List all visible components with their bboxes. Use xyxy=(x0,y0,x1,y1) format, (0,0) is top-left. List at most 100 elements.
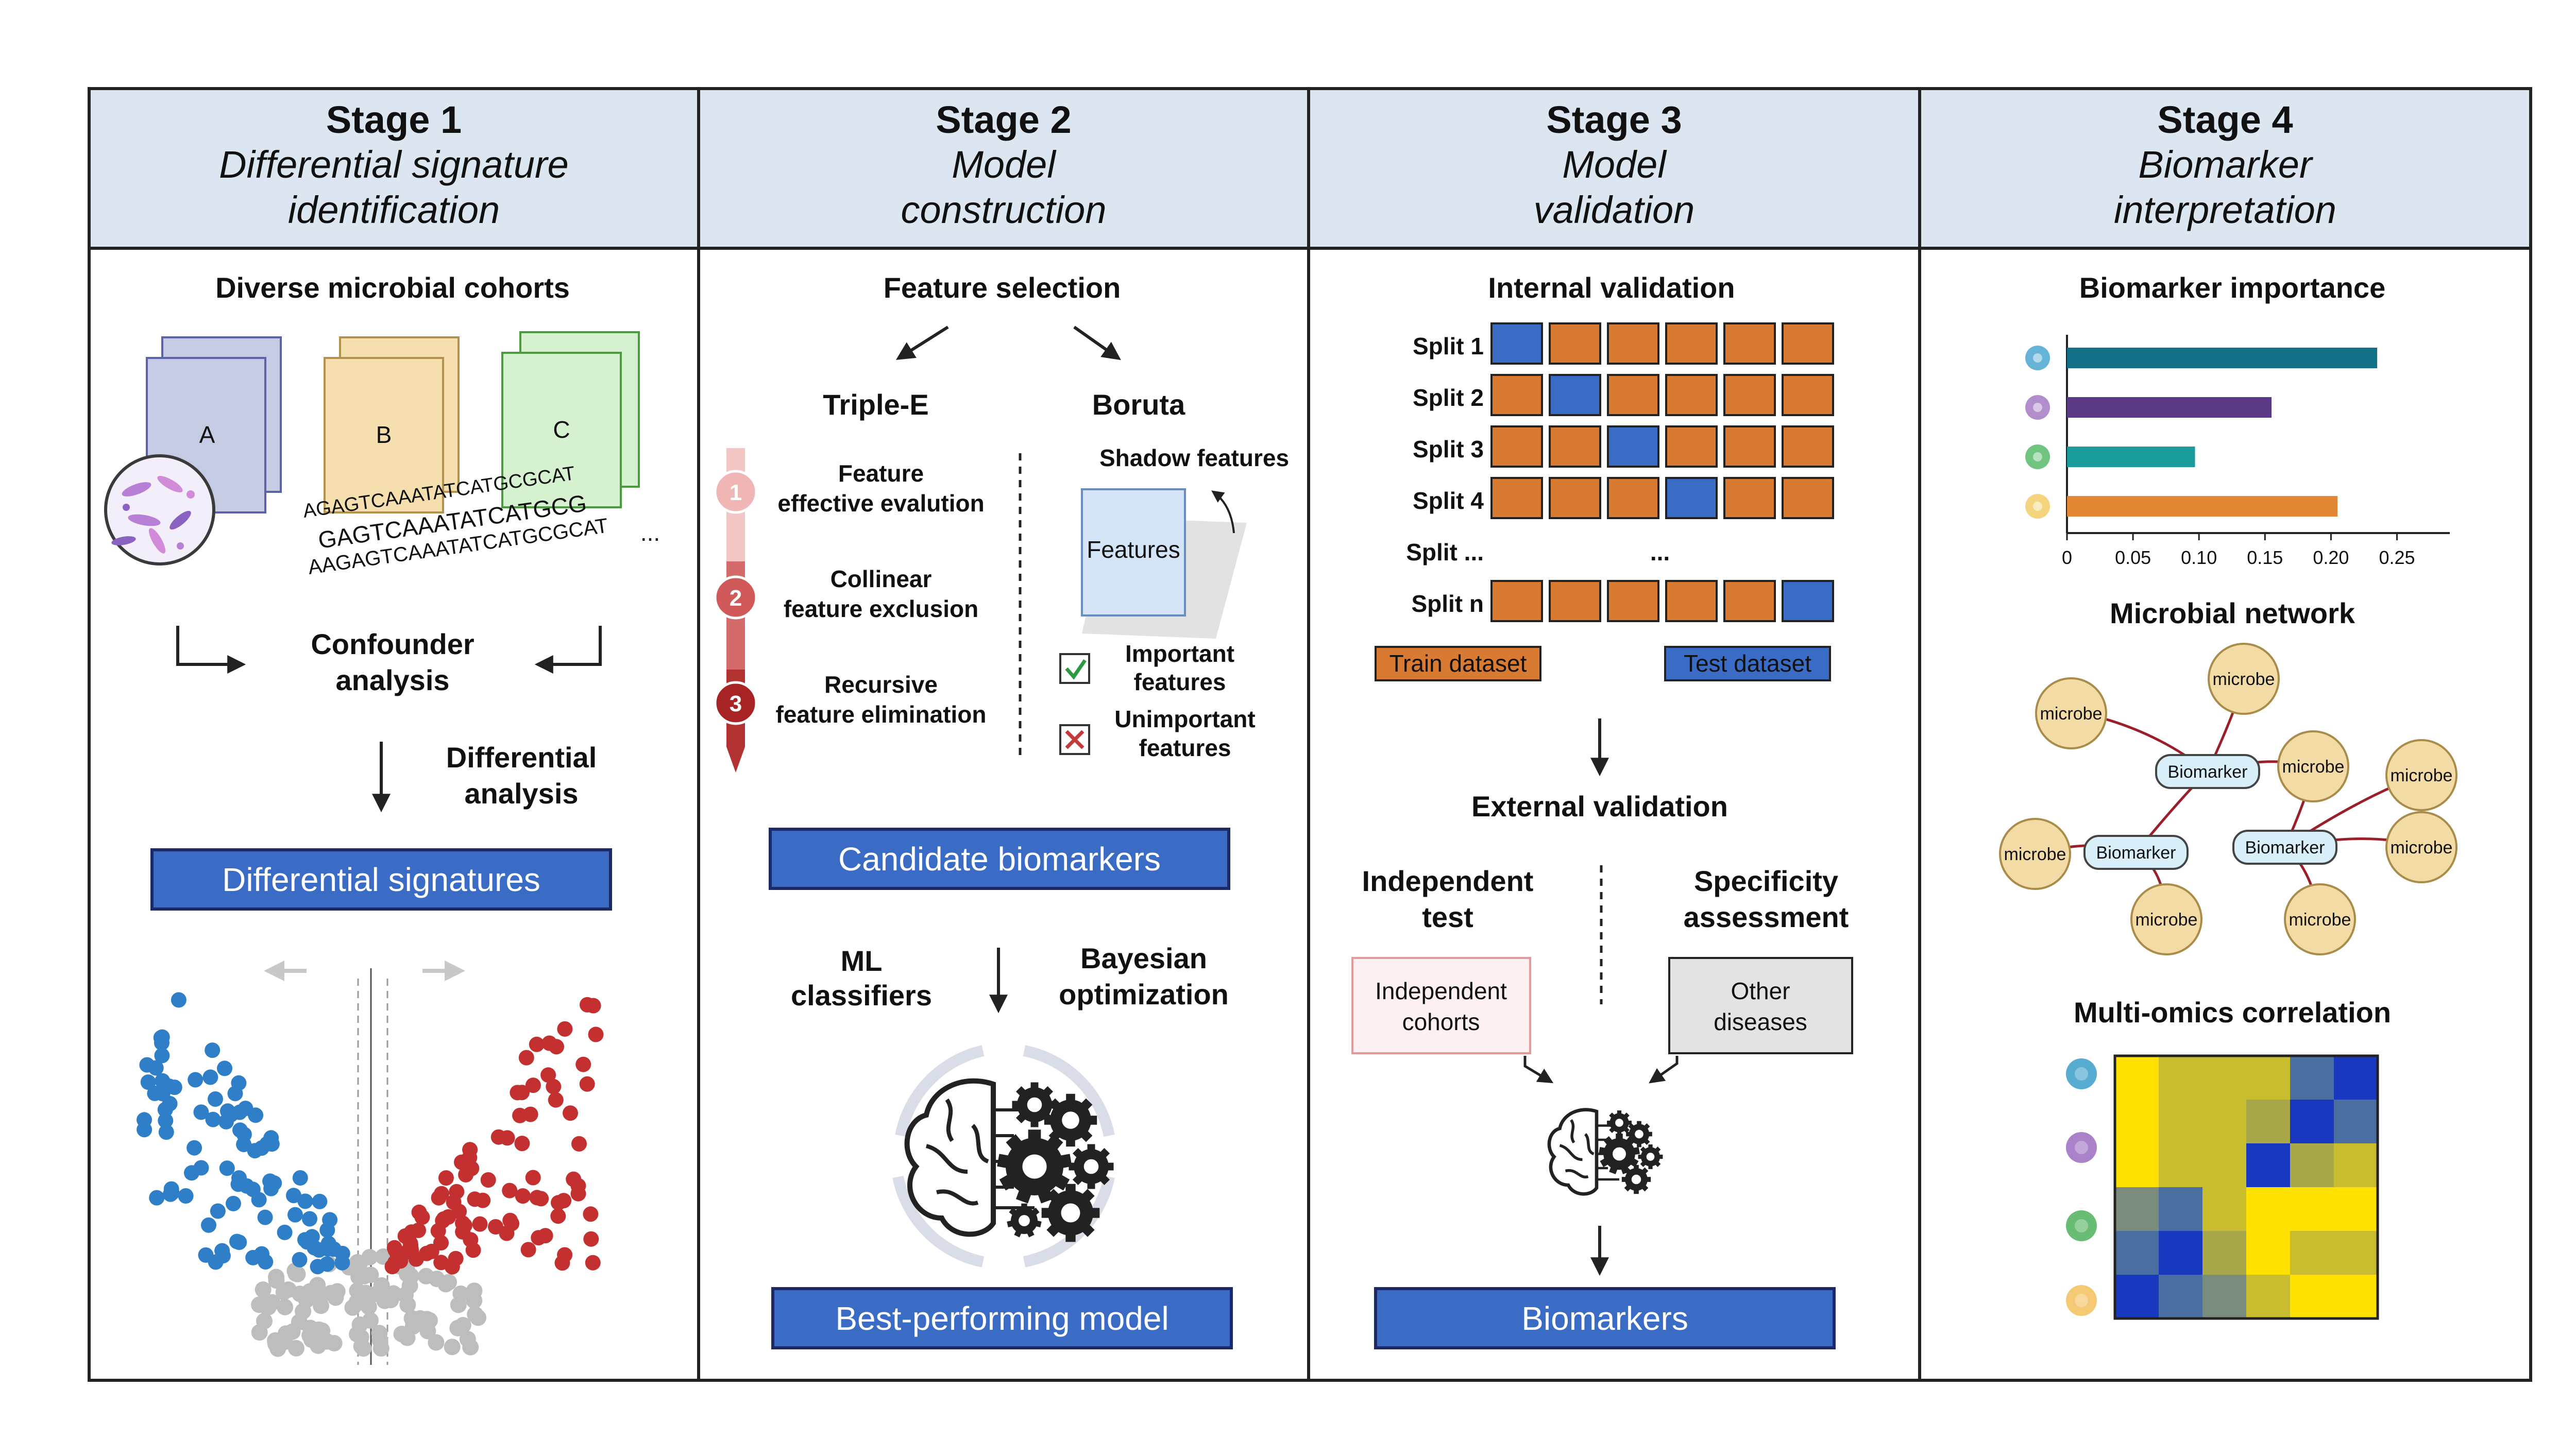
split-cell-train xyxy=(1490,374,1543,416)
microbe-node-label: microbe xyxy=(2040,704,2103,724)
gear-hole xyxy=(1615,1119,1623,1127)
boruta-title: Boruta xyxy=(1092,388,1185,421)
arrow-to-triple-e xyxy=(895,326,949,360)
importance-tick-label: 0.05 xyxy=(2115,547,2151,568)
confounder-label-1: Confounder xyxy=(311,628,474,660)
volcano-point-up xyxy=(435,1213,451,1229)
split-cell-train xyxy=(1723,374,1776,416)
gear-icon xyxy=(1621,1164,1651,1194)
ml-label-1: ML xyxy=(841,945,883,977)
volcano-point-ns xyxy=(437,1276,454,1293)
volcano-point-ns xyxy=(412,1310,429,1327)
cycle-arc-4 xyxy=(892,1175,985,1267)
volcano-point-down xyxy=(201,1217,216,1233)
cohort-card-b: B xyxy=(324,336,460,513)
stage-subtitle: construction xyxy=(901,189,1107,231)
volcano-point-down xyxy=(297,1193,313,1209)
heatmap-cell xyxy=(2290,1100,2334,1143)
stage-title: Stage 4 xyxy=(2157,98,2293,141)
important-features-key: Important features xyxy=(1059,640,1234,695)
microbe-node xyxy=(2284,883,2356,955)
volcano-point-down xyxy=(187,1140,202,1156)
volcano-point-ns xyxy=(362,1312,379,1329)
microbe-dish-icon xyxy=(104,454,215,566)
split-cell-train xyxy=(1607,322,1659,365)
microbe-node xyxy=(2130,883,2202,955)
volcano-point-up xyxy=(585,998,601,1014)
volcano-point-ns xyxy=(276,1333,293,1350)
volcano-point-down xyxy=(171,992,187,1008)
stage-title: Stage 2 xyxy=(936,98,1071,141)
importance-marker-highlight xyxy=(2033,502,2042,511)
cohort-label-c: C xyxy=(553,416,570,443)
stage1-panel: Diverse microbial cohorts A B C ... xyxy=(104,271,660,1365)
gear-icon xyxy=(1044,1093,1097,1147)
heatmap-cell xyxy=(2159,1187,2202,1231)
heatmap-cell xyxy=(2202,1231,2246,1275)
volcano-point-up xyxy=(438,1170,454,1186)
volcano-point-up xyxy=(557,1247,573,1263)
step-label: Recursive xyxy=(824,671,938,698)
volcano-point-ns xyxy=(397,1287,414,1304)
bayes-label-1: Bayesian xyxy=(1080,942,1207,974)
volcano-points xyxy=(137,992,604,1357)
volcano-point-down xyxy=(158,1112,174,1128)
microbe-node xyxy=(2035,677,2107,749)
unimportant-label-2: features xyxy=(1139,734,1231,761)
split-cell-train xyxy=(1665,374,1718,416)
check-icon xyxy=(1065,659,1087,680)
volcano-point-up xyxy=(550,1208,566,1224)
heatmap-cell xyxy=(2202,1100,2246,1143)
heatmap-cell xyxy=(2246,1100,2290,1143)
volcano-point-up xyxy=(403,1224,419,1240)
split-cell-train xyxy=(1549,425,1601,468)
stage-subtitle: Biomarker xyxy=(2138,143,2314,186)
importance-marker-highlight xyxy=(2033,403,2042,412)
microbe-node-label: microbe xyxy=(2391,838,2453,858)
biomarker-node xyxy=(2083,835,2189,870)
volcano-point-ns xyxy=(467,1306,484,1323)
volcano-point-down xyxy=(302,1211,317,1227)
split-label: Split ... xyxy=(1406,539,1484,566)
split-label: Split 2 xyxy=(1413,384,1484,411)
heatmap-cell xyxy=(2246,1275,2290,1318)
volcano-point-down xyxy=(193,1160,209,1176)
volcano-point-down xyxy=(319,1222,335,1238)
split-cell-test xyxy=(1607,425,1659,468)
arrow-diseases-to-model xyxy=(1649,1056,1679,1084)
volcano-point-down xyxy=(231,1235,247,1250)
gear-hole xyxy=(1646,1153,1655,1161)
gear-icon xyxy=(1607,1110,1632,1135)
split-cell-train xyxy=(1490,477,1543,519)
heatmap-cell xyxy=(2290,1275,2334,1318)
heatmap-row-marker xyxy=(2066,1285,2097,1316)
heatmap-cell xyxy=(2334,1100,2378,1143)
volcano-point-ns xyxy=(255,1281,272,1298)
heatmap-cell xyxy=(2202,1056,2246,1100)
volcano-point-down xyxy=(178,1188,194,1204)
gear-hole xyxy=(1027,1097,1042,1112)
volcano-point-down xyxy=(198,1247,214,1263)
volcano-point-down xyxy=(259,1136,275,1152)
split-cell-train xyxy=(1782,477,1834,519)
gear-tooth xyxy=(1648,1164,1653,1169)
split-cell-train xyxy=(1549,322,1601,365)
gear-hole xyxy=(1631,1174,1641,1185)
volcano-point-ns xyxy=(349,1254,366,1271)
heatmap-row-marker xyxy=(2066,1210,2097,1241)
importance-bar xyxy=(2067,496,2338,517)
differential-label-1: Differential xyxy=(446,741,597,774)
best-model-button xyxy=(771,1287,1233,1349)
important-label-2: features xyxy=(1134,669,1226,695)
volcano-point-down xyxy=(217,1060,232,1076)
confounder-label-2: analysis xyxy=(335,664,449,696)
volcano-point-ns xyxy=(466,1292,483,1309)
volcano-point-down xyxy=(231,1170,247,1186)
split-cell-train xyxy=(1723,322,1776,365)
step-label: effective evalution xyxy=(777,490,984,517)
gear-icon xyxy=(1041,1184,1100,1242)
heatmap-cell xyxy=(2159,1275,2202,1318)
volcano-point-up xyxy=(514,1085,530,1101)
heatmap-cell xyxy=(2115,1187,2159,1231)
gear-hole xyxy=(1635,1129,1643,1139)
